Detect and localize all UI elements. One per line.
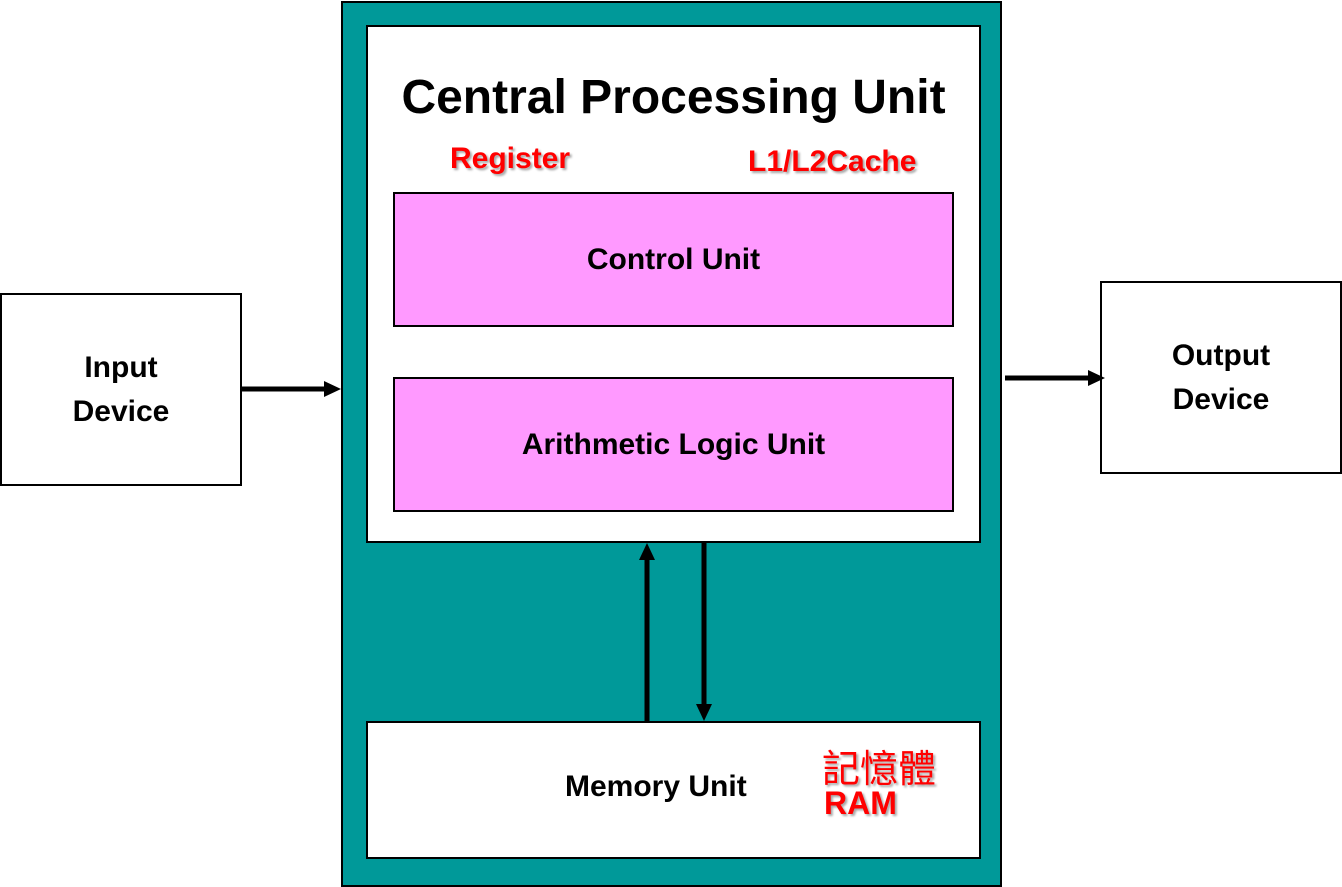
input-device-box: Input Device bbox=[0, 293, 242, 486]
control-unit-label: Control Unit bbox=[586, 242, 761, 276]
input-device-label: Input Device bbox=[72, 350, 170, 428]
input-to-cpu-arrow bbox=[242, 381, 341, 397]
cpu-to-output-arrow bbox=[1005, 370, 1105, 386]
memory-unit-box bbox=[366, 721, 981, 859]
cache-label: L1/L2Cache bbox=[748, 145, 917, 178]
register-label: Register bbox=[450, 142, 571, 175]
alu-box: Arithmetic Logic Unit bbox=[393, 377, 954, 512]
output-device-box: Output Device bbox=[1100, 281, 1342, 474]
cpu-title: Central Processing Unit bbox=[401, 71, 946, 124]
alu-label: Arithmetic Logic Unit bbox=[521, 427, 826, 461]
output-device-label: Output Device bbox=[1171, 338, 1271, 416]
control-unit-box: Control Unit bbox=[393, 192, 954, 327]
ram-label: RAM bbox=[824, 785, 897, 821]
memory-unit-label: Memory Unit bbox=[565, 770, 747, 803]
memory-chinese-label: 記憶體 bbox=[822, 747, 937, 791]
